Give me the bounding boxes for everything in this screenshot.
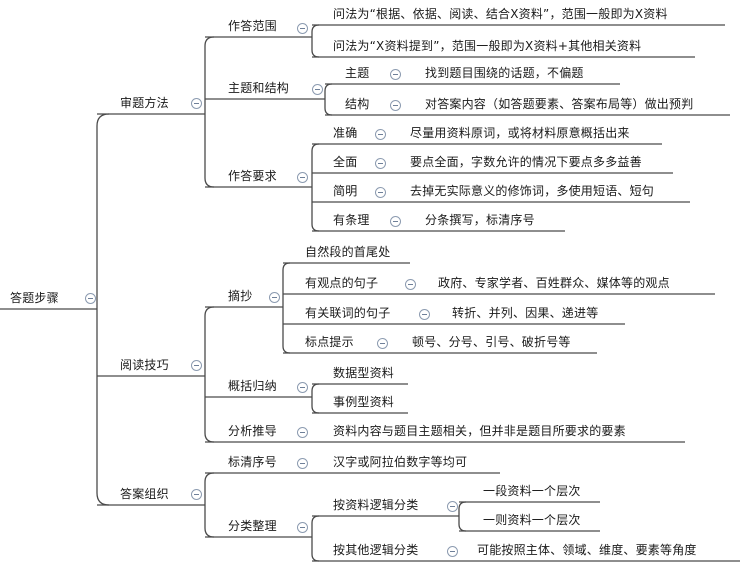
node-fenxi-tuidao-detail[interactable]: 资料内容与题目主题相关，但并非是题目所要求的要素 xyxy=(333,424,626,438)
node-zuoda-fanwei[interactable]: 作答范围 xyxy=(228,19,277,33)
node-gaikuo-guina[interactable]: 概括归纳 xyxy=(228,379,277,393)
node-biaodian-detail[interactable]: 顿号、分号、引号、破折号等 xyxy=(412,335,571,349)
node-jianming[interactable]: 简明 xyxy=(333,184,358,198)
node-zhaochao[interactable]: 摘抄 xyxy=(228,289,253,303)
collapse-an-ziliao-button[interactable] xyxy=(447,501,458,512)
collapse-fanwei-button[interactable] xyxy=(297,23,308,34)
node-quanmian-detail[interactable]: 要点全面，字数允许的情况下要点多多益善 xyxy=(410,155,642,169)
node-shenti-fangfa[interactable]: 审题方法 xyxy=(120,96,169,110)
node-yuedu-jiqiao[interactable]: 阅读技巧 xyxy=(120,358,169,372)
node-jianming-detail[interactable]: 去掉无实际意义的修饰词，多使用短语、短句 xyxy=(410,184,655,198)
node-youtiaoli-detail[interactable]: 分条撰写，标清序号 xyxy=(425,213,535,227)
node-an-ziliao-luoji[interactable]: 按资料逻辑分类 xyxy=(333,498,419,512)
node-fanwei-genju[interactable]: 问法为“根据、依据、阅读、结合X资料”，范围一般即为X资料 xyxy=(333,7,668,21)
root-node[interactable]: 答题步骤 xyxy=(10,291,59,305)
collapse-root-button[interactable] xyxy=(85,293,96,304)
node-zhunque-detail[interactable]: 尽量用资料原词，或将材料原意概括出来 xyxy=(410,126,630,140)
node-fanwei-tidao[interactable]: 问法为“X资料提到”，范围一般即为X资料+其他相关资料 xyxy=(333,39,642,53)
collapse-fenxi-button[interactable] xyxy=(297,427,308,438)
collapse-youguanlianci-button[interactable] xyxy=(419,309,430,320)
node-ziranduan[interactable]: 自然段的首尾处 xyxy=(305,245,391,259)
node-zhuti[interactable]: 主题 xyxy=(345,66,370,80)
node-an-qita-luoji-detail[interactable]: 可能按照主体、领域、维度、要素等角度 xyxy=(477,543,697,557)
node-an-qita-luoji[interactable]: 按其他逻辑分类 xyxy=(333,543,419,557)
collapse-zuzhi-button[interactable] xyxy=(191,489,202,500)
node-zuoda-yaoqiu[interactable]: 作答要求 xyxy=(228,169,277,183)
collapse-an-qita-button[interactable] xyxy=(447,546,458,557)
collapse-biaodian-button[interactable] xyxy=(377,338,388,349)
node-zhuti-he-jiegou[interactable]: 主题和结构 xyxy=(228,81,290,95)
node-shuju[interactable]: 数据型资料 xyxy=(333,366,395,380)
node-daan-zuzhi[interactable]: 答案组织 xyxy=(120,487,169,501)
collapse-youguandian-button[interactable] xyxy=(405,279,416,290)
collapse-youtiaoli-button[interactable] xyxy=(390,216,401,227)
node-youguandian[interactable]: 有观点的句子 xyxy=(305,276,379,290)
node-youguandian-detail[interactable]: 政府、专家学者、百姓群众、媒体等的观点 xyxy=(438,276,670,290)
node-zhuti-detail[interactable]: 找到题目围绕的话题，不偏题 xyxy=(425,66,584,80)
node-biaodian[interactable]: 标点提示 xyxy=(305,335,354,349)
collapse-zhuti-jiegou-button[interactable] xyxy=(312,84,323,95)
collapse-zhunque-button[interactable] xyxy=(375,129,386,140)
node-youtiaoli[interactable]: 有条理 xyxy=(333,213,370,227)
node-youguanlianci-detail[interactable]: 转折、并列、因果、递进等 xyxy=(452,306,599,320)
node-shili[interactable]: 事例型资料 xyxy=(333,395,395,409)
node-youguanlianci[interactable]: 有关联词的句子 xyxy=(305,306,391,320)
node-yiduan-ziliao[interactable]: 一段资料一个层次 xyxy=(483,484,581,498)
collapse-fenlei-button[interactable] xyxy=(297,522,308,533)
collapse-zhaochao-button[interactable] xyxy=(269,292,280,303)
node-biaoqing-xuhao[interactable]: 标清序号 xyxy=(228,455,277,469)
collapse-gaikuo-button[interactable] xyxy=(297,382,308,393)
node-quanmian[interactable]: 全面 xyxy=(333,155,358,169)
collapse-jiegou-button[interactable] xyxy=(390,100,401,111)
node-yize-ziliao[interactable]: 一则资料一个层次 xyxy=(483,513,581,527)
node-jiegou[interactable]: 结构 xyxy=(345,97,370,111)
node-zhunque[interactable]: 准确 xyxy=(333,126,358,140)
node-fenxi-tuidao[interactable]: 分析推导 xyxy=(228,424,277,438)
collapse-yuedu-button[interactable] xyxy=(191,360,202,371)
collapse-biaoqing-button[interactable] xyxy=(297,458,308,469)
node-biaoqing-xuhao-detail[interactable]: 汉字或阿拉伯数字等均可 xyxy=(333,455,468,469)
collapse-quanmian-button[interactable] xyxy=(375,158,386,169)
collapse-jianming-button[interactable] xyxy=(375,187,386,198)
node-fenlei-zhengli[interactable]: 分类整理 xyxy=(228,519,277,533)
collapse-shenti-button[interactable] xyxy=(191,98,202,109)
collapse-yaoqiu-button[interactable] xyxy=(297,172,308,183)
node-jiegou-detail[interactable]: 对答案内容（如答题要素、答案布局等）做出预判 xyxy=(425,97,694,111)
collapse-zhuti-button[interactable] xyxy=(390,69,401,80)
